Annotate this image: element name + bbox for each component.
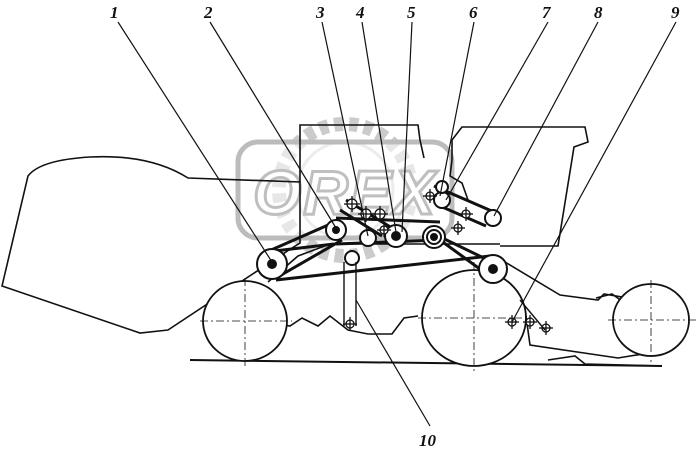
leader-4 — [361, 21, 397, 233]
callout-7: 7 — [542, 3, 552, 22]
leader-8 — [493, 21, 599, 217]
leader-10 — [355, 299, 431, 427]
rear-cover — [1, 155, 301, 334]
callout-labels: 1 2 3 4 5 6 7 8 9 10 — [110, 3, 680, 450]
wheel-axes — [200, 262, 696, 372]
leader-lines — [117, 21, 677, 427]
callout-3: 3 — [315, 3, 325, 22]
leader-6 — [439, 21, 475, 197]
watermark-gear — [272, 117, 418, 263]
hopper-side — [449, 159, 469, 201]
leader-9 — [511, 21, 677, 323]
upper-housing — [299, 124, 425, 182]
callout-4: 4 — [355, 3, 365, 22]
leader-3 — [321, 21, 369, 237]
leader-5 — [401, 21, 413, 233]
machine-outline — [1, 124, 670, 367]
watermark-logo: OREX — [235, 117, 455, 263]
callout-2: 2 — [203, 3, 213, 22]
callout-10: 10 — [419, 431, 437, 450]
pulley-8 — [484, 209, 502, 227]
watermark-text: OREX — [253, 159, 438, 228]
idlers — [343, 189, 553, 335]
hopper — [451, 126, 589, 247]
pulley-3 — [359, 229, 377, 247]
leader-7 — [445, 21, 549, 201]
leader-1 — [117, 21, 273, 263]
pulley-10-top — [344, 250, 360, 266]
ground-line — [189, 359, 663, 367]
callout-6: 6 — [469, 3, 478, 22]
shafts — [343, 262, 546, 331]
callout-1: 1 — [110, 3, 119, 22]
callout-5: 5 — [407, 3, 416, 22]
leader-2 — [209, 21, 337, 229]
callout-8: 8 — [594, 3, 603, 22]
lower-body-edge — [209, 311, 419, 335]
pulley-6 — [433, 191, 451, 209]
callout-9: 9 — [671, 3, 680, 22]
